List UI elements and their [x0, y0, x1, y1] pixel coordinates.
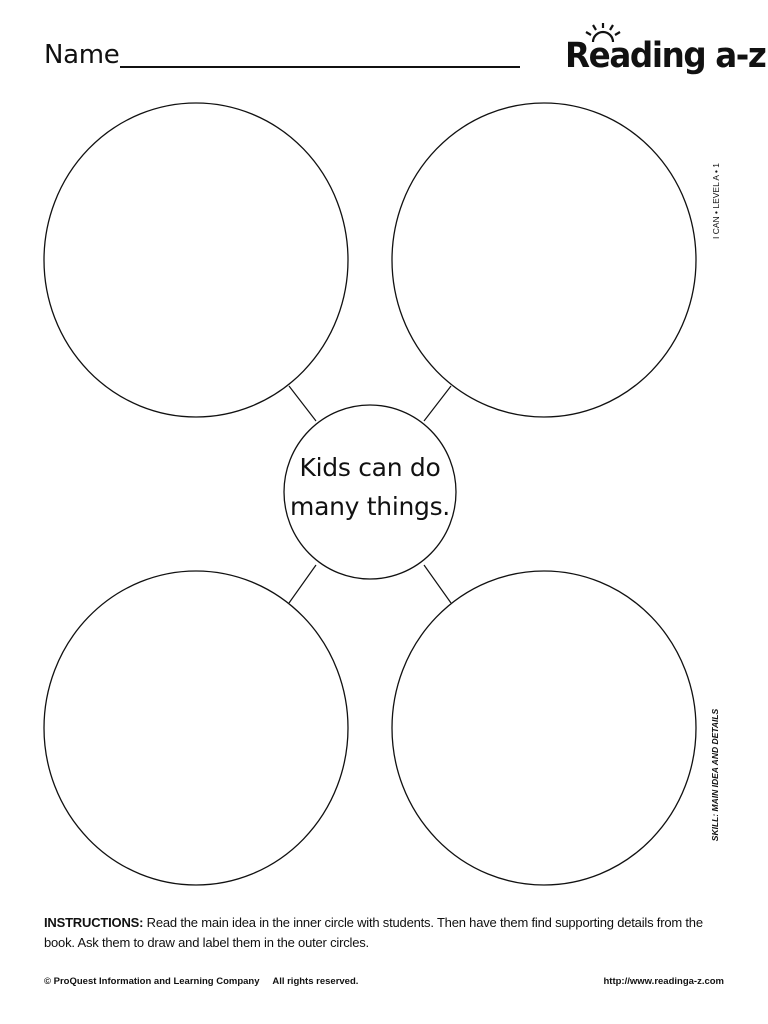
connector-top-left	[288, 385, 317, 422]
logo-text: Reading a-z	[565, 36, 767, 76]
sun-icon	[585, 23, 621, 43]
main-idea-line-2: many things.	[290, 492, 450, 521]
main-idea-text: Kids can do many things.	[284, 448, 456, 526]
skill-label: SKILL: MAIN IDEA AND DETAILS	[710, 708, 720, 842]
reading-az-logo: Reading a-z	[565, 22, 767, 82]
connector-bottom-left	[288, 564, 317, 604]
inner-circle	[283, 404, 457, 580]
outer-circle-bottom-left	[43, 570, 349, 886]
outer-circle-top-right	[391, 102, 697, 418]
instructions: INSTRUCTIONS: Read the main idea in the …	[44, 913, 724, 953]
instructions-text: Read the main idea in the inner circle w…	[44, 915, 703, 950]
name-label: Name	[44, 40, 120, 70]
main-idea-line-1: Kids can do	[299, 453, 441, 482]
name-line[interactable]	[120, 66, 520, 68]
website-link[interactable]: http://www.readinga-z.com	[603, 976, 724, 987]
instructions-label: INSTRUCTIONS:	[44, 915, 144, 930]
outer-circle-top-left	[43, 102, 349, 418]
book-level-label: I CAN • LEVEL A • 1	[711, 162, 721, 240]
copyright-text: © ProQuest Information and Learning Comp…	[44, 976, 359, 987]
connector-top-right	[423, 385, 452, 422]
connector-bottom-right	[423, 564, 452, 604]
outer-circle-bottom-right	[391, 570, 697, 886]
